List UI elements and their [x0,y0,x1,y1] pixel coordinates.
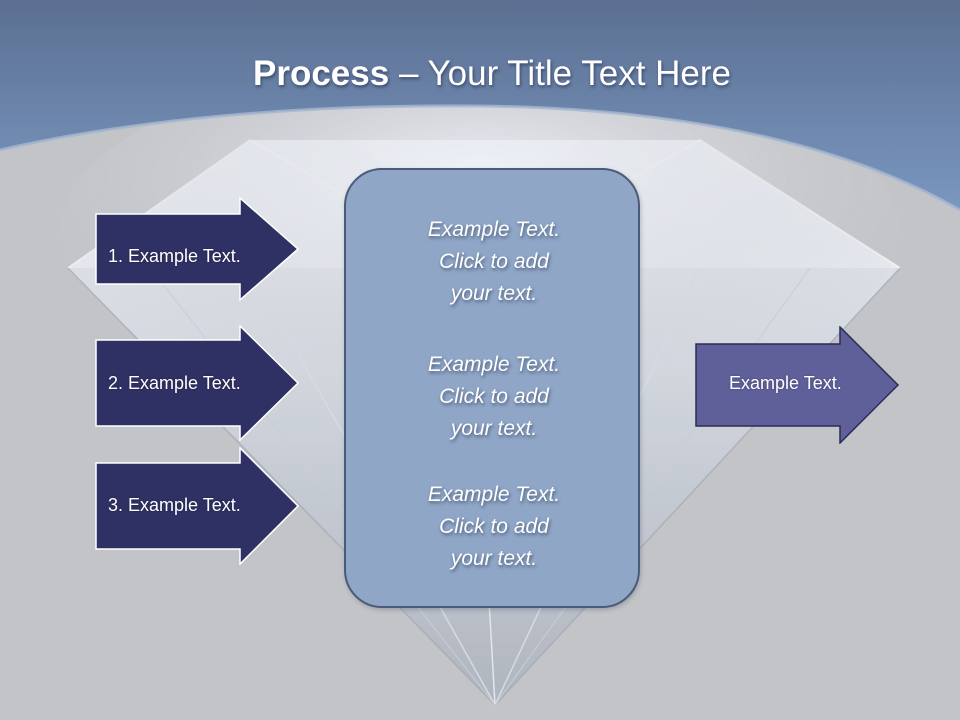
para-2-line-1: Example Text. [427,353,561,376]
arrow-step-2[interactable]: 2. Example Text. [94,325,300,441]
slide-title[interactable]: Process – Your Title Text Here [0,52,960,96]
title-dash: – [389,54,428,93]
para-3-line-1: Example Text. [427,483,561,506]
center-paragraph-3: Example Text. Click to add your text. [346,479,642,575]
para-2-line-2: Click to add [439,385,549,408]
title-rest: Your Title Text Here [427,54,732,93]
arrow-step-3-label: 3. Example Text. [108,495,241,515]
arrow-step-2-label: 2. Example Text. [108,373,241,393]
center-paragraph-1: Example Text. Click to add your text. [346,214,642,310]
para-3-line-2: Click to add [439,515,549,538]
center-text-box[interactable]: Example Text. Click to add your text. Ex… [344,168,640,608]
arrow-step-1[interactable]: 1. Example Text. [94,197,300,301]
para-3-line-3: your text. [450,547,538,570]
para-1-line-2: Click to add [439,250,549,273]
title-bold: Process [253,54,390,93]
para-1-line-3: your text. [450,282,538,305]
arrow-step-3[interactable]: 3. Example Text. [94,447,300,565]
para-1-line-1: Example Text. [427,218,561,241]
arrow-result[interactable]: Example Text. [694,326,900,444]
para-2-line-3: your text. [450,417,538,440]
center-paragraph-2: Example Text. Click to add your text. [346,349,642,445]
arrow-step-1-label: 1. Example Text. [108,246,241,266]
arrow-result-label: Example Text. [729,373,842,393]
